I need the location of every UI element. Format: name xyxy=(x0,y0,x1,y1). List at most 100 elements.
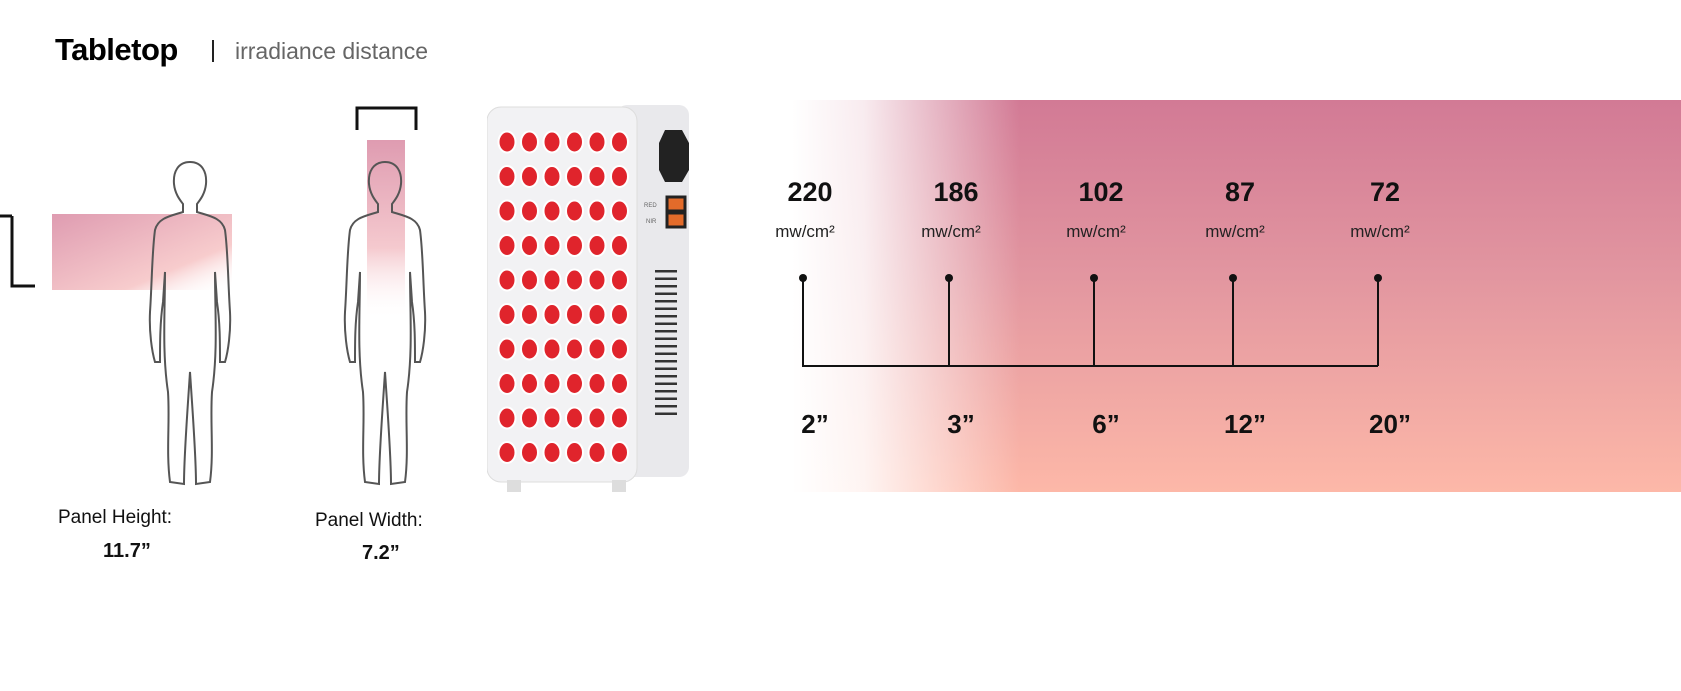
irradiance-value: 186 xyxy=(933,177,979,207)
led-bulb xyxy=(610,406,629,430)
led-bulb xyxy=(542,199,562,223)
vent-slot xyxy=(655,307,677,310)
led-bulb xyxy=(520,337,539,361)
led-bulb xyxy=(610,372,629,395)
panel-width-value: 7.2” xyxy=(362,542,400,564)
vent-slot xyxy=(655,382,677,385)
vent-slot xyxy=(655,412,677,415)
led-bulb xyxy=(587,406,607,430)
vent-slot xyxy=(655,352,677,355)
vent-slot xyxy=(655,345,677,348)
irradiance-unit: mw/cm² xyxy=(921,222,981,241)
distance-tick xyxy=(948,278,950,366)
led-bulb xyxy=(497,303,517,326)
title-divider xyxy=(212,40,214,62)
led-bulb xyxy=(587,372,607,395)
led-bulb xyxy=(542,406,562,430)
led-bulb xyxy=(542,234,562,257)
led-bulb xyxy=(587,234,607,257)
led-bulb xyxy=(610,268,629,292)
led-bulb xyxy=(565,165,584,188)
page-title: Tabletop xyxy=(55,32,178,67)
led-bulb xyxy=(587,441,607,464)
distance-label: 20” xyxy=(1369,409,1411,439)
distance-axis-line xyxy=(802,365,1378,367)
led-bulb xyxy=(565,372,584,395)
led-bulb xyxy=(587,165,607,188)
distance-tick xyxy=(802,278,804,366)
led-bulb xyxy=(542,165,562,188)
vent-slot xyxy=(655,337,677,340)
vent-slot xyxy=(655,292,677,295)
led-bulb xyxy=(565,130,584,154)
led-bulb xyxy=(610,303,629,326)
irradiance-unit: mw/cm² xyxy=(1350,222,1410,241)
gradient-fade xyxy=(780,100,1020,492)
led-bulb xyxy=(497,268,517,292)
distance-label: 3” xyxy=(947,409,975,439)
panel-height-figure xyxy=(0,161,232,485)
led-bulb xyxy=(587,199,607,223)
led-bulb xyxy=(497,234,517,257)
distance-tick xyxy=(1232,278,1234,366)
vent-slot xyxy=(655,397,677,400)
vent-slot xyxy=(655,405,677,408)
panel-height-value: 11.7” xyxy=(103,540,151,562)
led-bulb xyxy=(520,372,539,395)
led-bulb xyxy=(520,165,539,188)
vent-slot xyxy=(655,375,677,378)
panel-height-label: Panel Height: xyxy=(58,507,173,528)
distance-label: 12” xyxy=(1224,409,1266,439)
led-bulb xyxy=(587,130,607,154)
irradiance-value: 102 xyxy=(1078,177,1124,207)
led-bulb xyxy=(520,130,539,154)
led-bulb xyxy=(587,268,607,292)
led-bulb xyxy=(497,199,517,223)
vent-slot xyxy=(655,322,677,325)
vent-slot xyxy=(655,367,677,370)
led-bulb xyxy=(497,337,517,361)
led-bulb xyxy=(565,441,584,464)
distance-tick xyxy=(1093,278,1095,366)
led-bulb xyxy=(497,406,517,430)
vent-slot xyxy=(655,270,677,273)
switch-red-label: RED xyxy=(644,203,657,209)
led-bulb xyxy=(565,234,584,257)
led-bulb xyxy=(497,165,517,188)
led-bulb xyxy=(542,268,562,292)
vent-slot xyxy=(655,285,677,288)
led-bulb xyxy=(587,337,607,361)
led-bulb xyxy=(520,234,539,257)
panel-width-label: Panel Width: xyxy=(315,510,423,531)
led-bulb xyxy=(542,372,562,395)
irradiance-value: 87 xyxy=(1224,177,1256,207)
led-bulb xyxy=(520,199,539,223)
distance-tick xyxy=(1377,278,1379,366)
led-bulb xyxy=(542,337,562,361)
led-bulb xyxy=(565,337,584,361)
red-light-panel-image: RED NIR xyxy=(487,105,689,492)
led-bulb xyxy=(610,441,629,464)
page-subtitle: irradiance distance xyxy=(235,38,429,64)
led-bulb xyxy=(610,165,629,188)
led-bulb xyxy=(520,268,539,292)
vent-slot xyxy=(655,315,677,318)
led-bulb xyxy=(497,372,517,395)
distance-label: 2” xyxy=(801,409,829,439)
irradiance-value: 72 xyxy=(1369,177,1401,207)
distance-label: 6” xyxy=(1092,409,1120,439)
power-socket-icon xyxy=(659,130,689,182)
irradiance-value: 220 xyxy=(787,177,833,207)
led-bulb xyxy=(520,303,539,326)
led-bulb xyxy=(565,303,584,326)
led-bulb xyxy=(610,337,629,361)
led-bulb xyxy=(565,199,584,223)
led-bulb xyxy=(497,130,517,154)
vent-slot xyxy=(655,300,677,303)
led-bulb xyxy=(497,441,517,464)
vent-slot xyxy=(655,277,677,280)
led-bulb xyxy=(542,303,562,326)
led-bulb xyxy=(610,234,629,257)
vent-slot xyxy=(655,390,677,393)
vent-slot xyxy=(655,330,677,333)
